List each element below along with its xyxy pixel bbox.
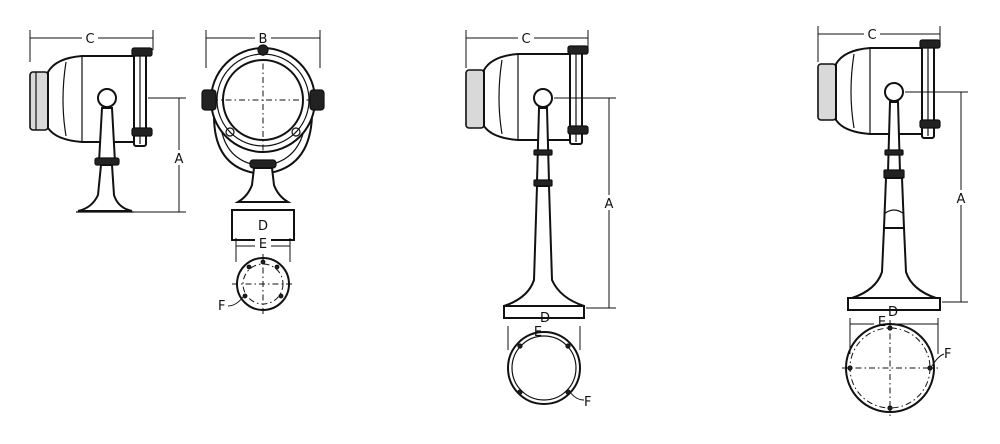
stand-base [77, 164, 133, 212]
dimension-b-fig2: B [205, 30, 321, 68]
base-plan-circle-fig3 [507, 331, 581, 405]
figure-1-side-view: C A [29, 30, 187, 213]
base-plate-fig4 [847, 297, 941, 311]
label-f-fig3: F [584, 395, 591, 410]
pivot-knob-fig3 [533, 88, 553, 108]
upper-column-fig3 [535, 107, 551, 183]
figure-2-front-view: B D E [201, 30, 325, 314]
leader-f-fig2 [227, 296, 244, 307]
lens-hood-fig4 [817, 63, 837, 121]
label-d-fig2: D [258, 219, 268, 234]
right-trunnion [309, 89, 325, 111]
pivot-knob [97, 88, 117, 108]
label-c-fig1: C [85, 32, 94, 47]
label-a-fig1: A [175, 152, 184, 167]
label-c-fig4: C [867, 28, 876, 43]
lamp-body-fig3 [483, 53, 575, 141]
telescopic-section [882, 177, 906, 229]
dimension-a-fig4: A [905, 91, 969, 303]
left-trunnion [201, 89, 217, 111]
dimension-a-fig3: A [554, 97, 617, 309]
figure-4-telescopic-pedestal: C D A E [817, 26, 969, 416]
leader-f-fig4 [931, 353, 945, 367]
clamp-bottom [131, 127, 153, 137]
label-d-fig3: D [540, 311, 550, 326]
label-e-fig4: E [878, 315, 886, 330]
label-b-fig2: B [259, 32, 268, 47]
dimension-c-fig4: C [817, 26, 941, 62]
label-d-fig4: D [888, 305, 898, 320]
label-a-fig3: A [605, 197, 614, 212]
lens-hood-fig3 [465, 69, 485, 129]
top-knob [257, 44, 269, 56]
label-e-fig2: E [259, 237, 267, 252]
upper-column-fig4 [886, 101, 902, 173]
lamp-body [47, 55, 139, 143]
pedestal-fig3 [503, 185, 585, 307]
dimension-e-fig2: E [235, 236, 291, 262]
lamp-body-fig4 [835, 47, 927, 135]
label-f-fig2: F [218, 299, 225, 314]
dimension-c-fig3: C [465, 30, 589, 68]
front-stand [234, 167, 292, 203]
label-f-fig4: F [944, 347, 951, 362]
dimension-a-fig1: A [134, 97, 187, 213]
clamp-top [131, 47, 153, 57]
pedestal-fig4 [851, 227, 937, 299]
pivot-knob-fig4 [884, 82, 904, 102]
figure-3-tall-pedestal: C D A E F [465, 30, 617, 410]
support-arm [97, 107, 117, 163]
dimension-c-fig1: C [29, 30, 154, 62]
base-plate-fig3 [503, 305, 585, 319]
handle [249, 159, 277, 169]
lens-hood [29, 71, 49, 131]
label-c-fig3: C [521, 32, 530, 47]
leader-f-fig3 [569, 391, 585, 401]
label-a-fig4: A [957, 192, 966, 207]
